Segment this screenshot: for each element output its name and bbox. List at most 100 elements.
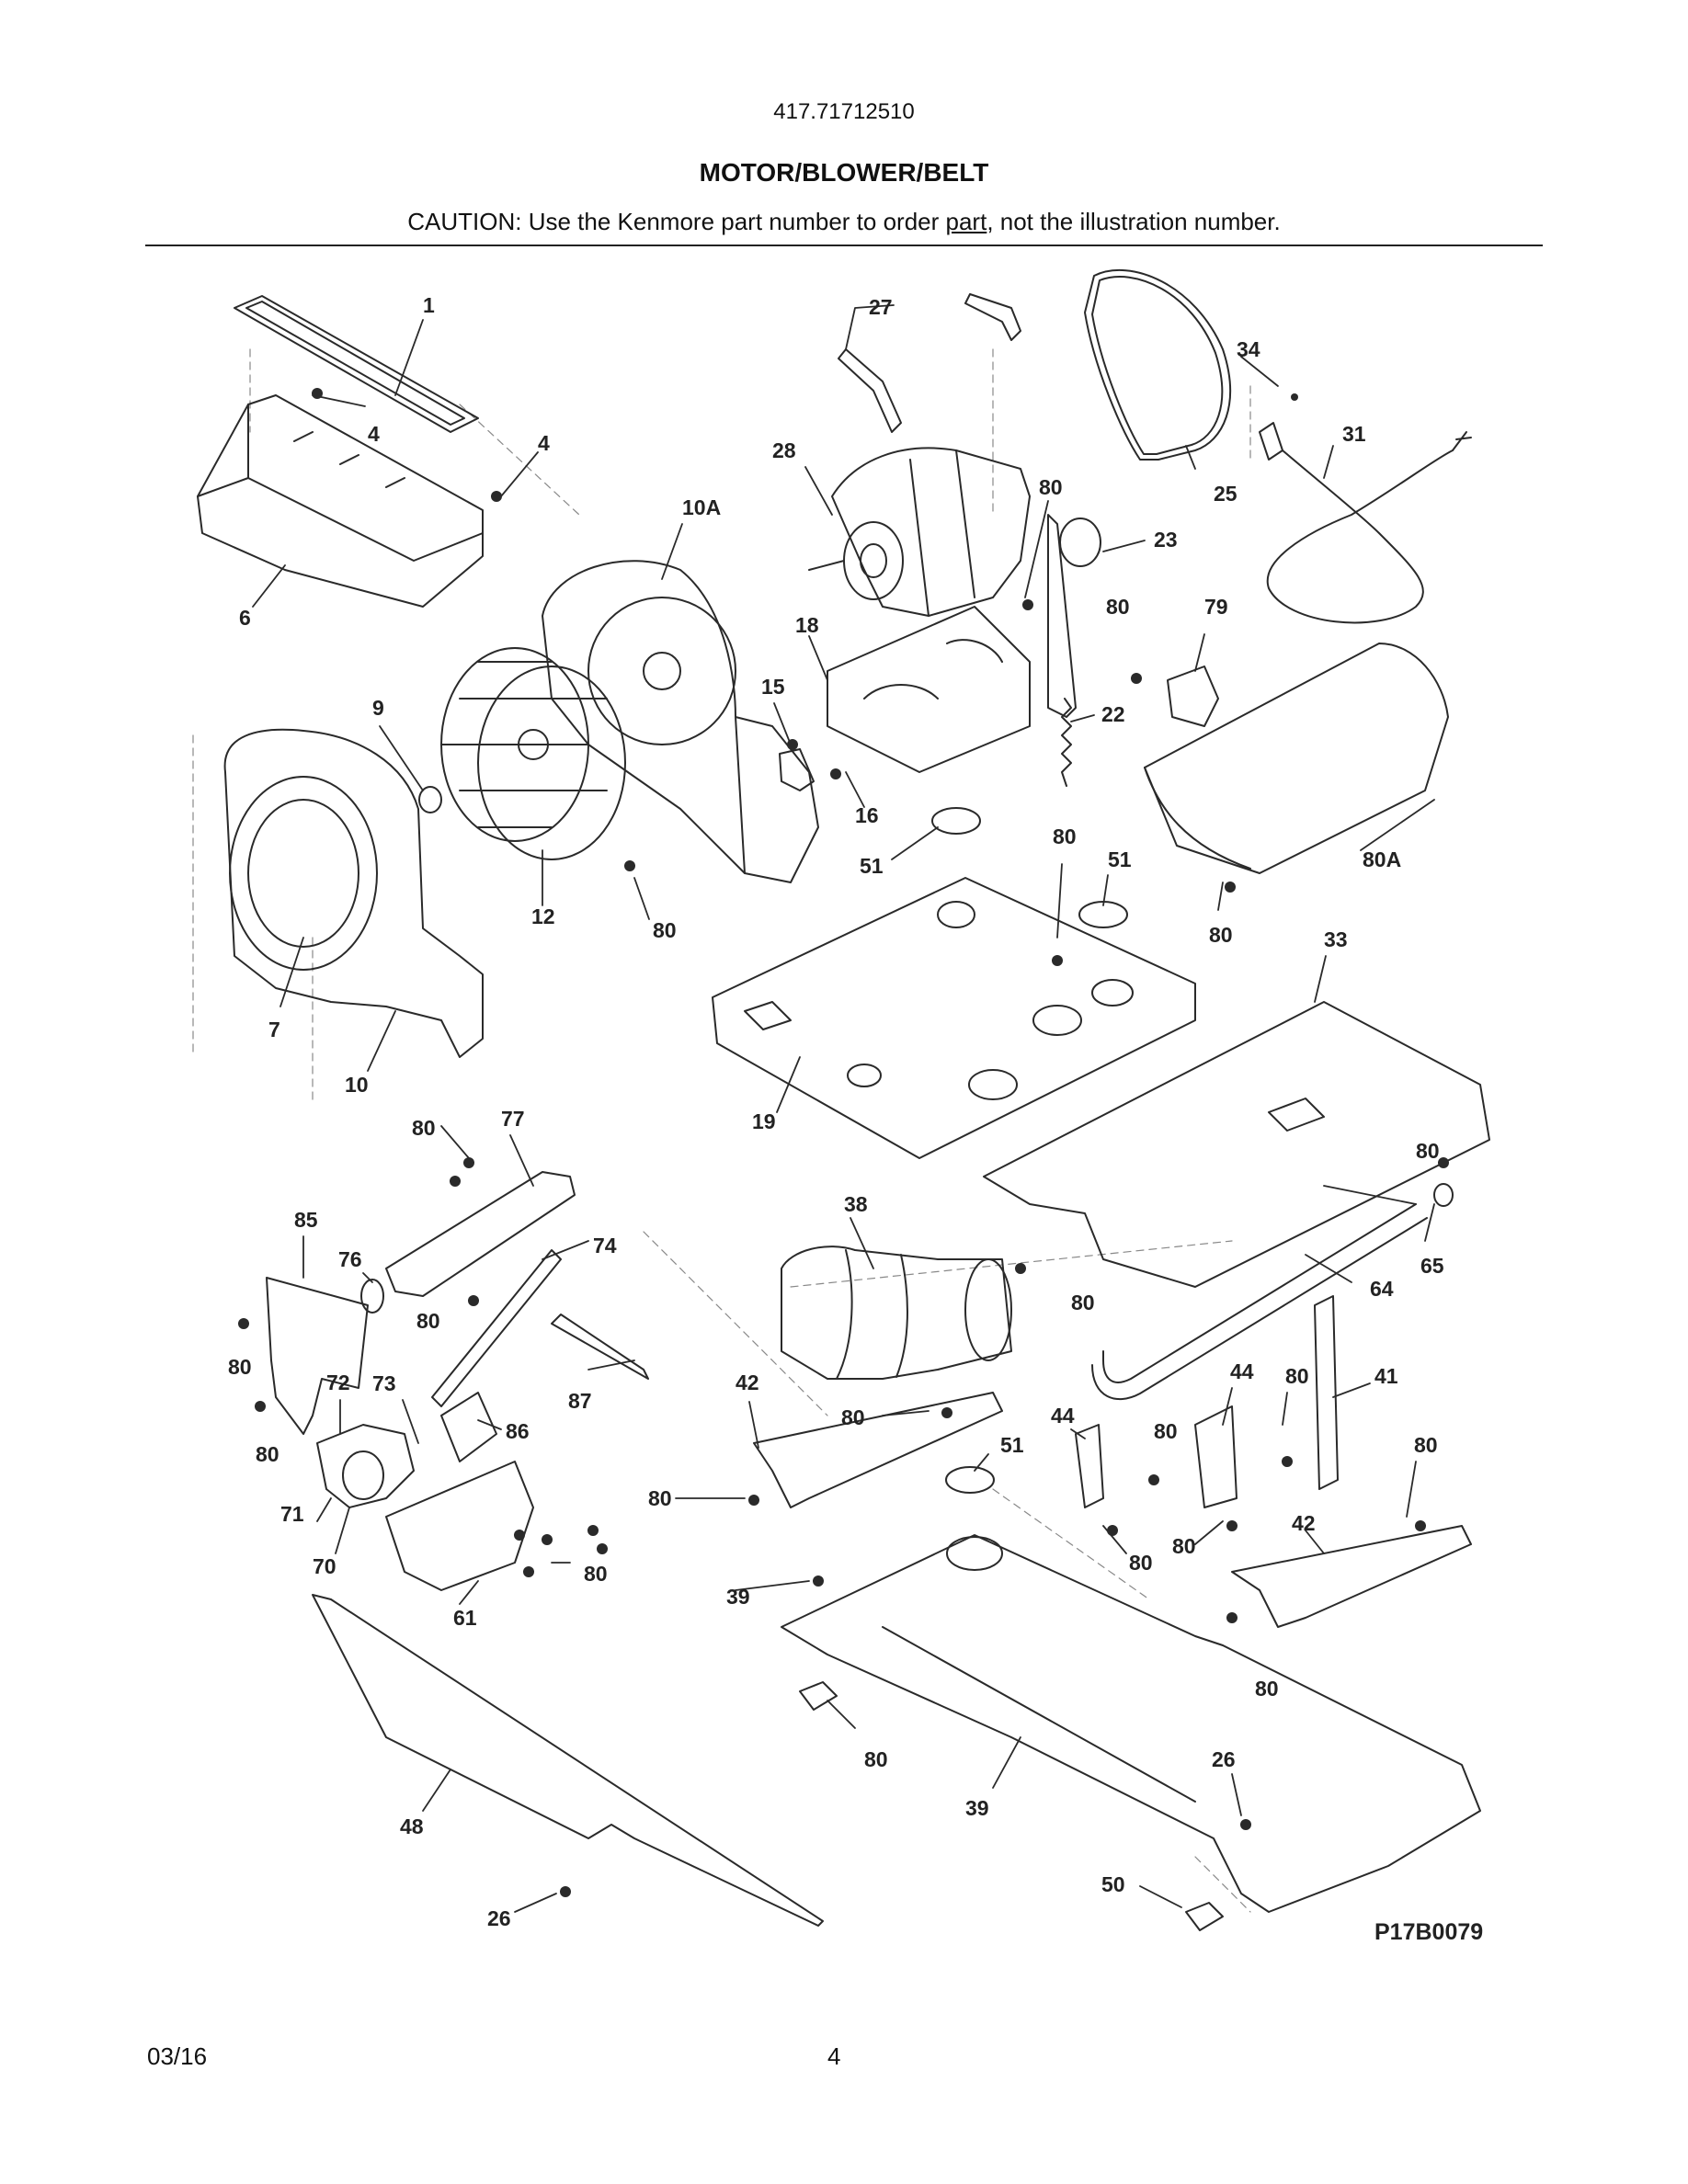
callout-label: 80 <box>1129 1551 1153 1575</box>
callout-label: 42 <box>1292 1511 1316 1535</box>
callout-label: 76 <box>338 1247 362 1271</box>
callout-label: 6 <box>239 606 251 630</box>
callout-label: 15 <box>761 675 785 699</box>
grommet-part <box>945 1466 995 1494</box>
callout-label: 80 <box>1416 1139 1440 1163</box>
callout-label: 80 <box>1053 825 1077 848</box>
base-plate-part <box>712 877 1196 1159</box>
callout-label: 27 <box>869 295 893 319</box>
callout-label: 10 <box>345 1073 369 1097</box>
callout-label: 80 <box>412 1116 436 1140</box>
callout-label: 80 <box>416 1309 440 1333</box>
motor-part <box>808 447 1031 617</box>
callout-label: 87 <box>568 1389 592 1413</box>
callout-label: 12 <box>531 904 555 928</box>
callout-label: 74 <box>593 1234 617 1257</box>
ring-part <box>360 1279 384 1314</box>
motor-bracket-part <box>385 1461 534 1591</box>
power-cord-part <box>1259 422 1472 624</box>
callout-label: 77 <box>501 1107 525 1131</box>
page-number: 4 <box>827 2042 841 2070</box>
rail-part <box>1314 1295 1339 1490</box>
spring-part <box>1061 698 1072 787</box>
callout-label: 44 <box>1230 1359 1254 1383</box>
callout-label: 85 <box>294 1208 318 1232</box>
blower-housing-back-part <box>542 560 819 883</box>
callout-label: 4 <box>538 431 550 455</box>
idler-part <box>1047 514 1101 718</box>
caution-suffix: , not the illustration number. <box>987 208 1281 235</box>
support-bracket-part <box>1231 1525 1472 1628</box>
back-panel-part <box>312 1594 824 1927</box>
callout-label: 44 <box>1051 1404 1075 1428</box>
belt-part <box>1084 268 1231 461</box>
callout-label: 80 <box>256 1442 279 1466</box>
callout-label: 41 <box>1374 1364 1398 1388</box>
gear-motor-part <box>316 1424 415 1508</box>
callout-label: 80 <box>584 1562 608 1586</box>
callout-label: 61 <box>453 1606 477 1630</box>
callout-label: 80 <box>653 918 677 942</box>
callout-label: 48 <box>400 1814 424 1838</box>
foot-part <box>799 1681 838 1711</box>
callout-label: 80 <box>841 1405 865 1429</box>
callout-label: 28 <box>772 438 796 462</box>
callout-label: 65 <box>1420 1254 1444 1278</box>
callout-label: 80 <box>864 1747 888 1771</box>
callout-label: 51 <box>1108 847 1132 871</box>
callout-label: 1 <box>423 293 435 317</box>
callout-label: 26 <box>1212 1747 1236 1771</box>
callout-label: 80 <box>1414 1433 1438 1457</box>
callout-label: 71 <box>280 1502 304 1526</box>
callout-label: 18 <box>795 613 819 637</box>
callout-label: 80 <box>1071 1291 1095 1314</box>
callout-label: 4 <box>368 422 380 446</box>
callout-label: 25 <box>1214 482 1237 506</box>
callout-label: 39 <box>726 1585 750 1609</box>
duct-housing-part <box>197 394 484 608</box>
callout-label: 86 <box>506 1419 530 1443</box>
gasket-part <box>234 295 479 433</box>
callout-label: 33 <box>1324 927 1348 951</box>
floor-panel-part <box>983 1001 1490 1288</box>
blower-housing-front-part <box>223 728 484 1058</box>
exhaust-tube-part <box>1091 1203 1428 1401</box>
callout-label: 80 <box>1255 1677 1279 1701</box>
callout-label: 50 <box>1101 1872 1125 1896</box>
callout-label: 80 <box>1285 1364 1309 1388</box>
callout-label: 26 <box>487 1906 511 1930</box>
callout-label: 64 <box>1370 1277 1394 1301</box>
callout-label: 10A <box>682 495 721 519</box>
callout-label: 7 <box>268 1018 280 1041</box>
callout-label: 80 <box>1172 1534 1196 1558</box>
angle-bracket-part <box>1194 1405 1237 1508</box>
motor-mount-part <box>827 606 1031 773</box>
foot-part <box>1185 1902 1224 1931</box>
cover-plate-part <box>266 1277 369 1435</box>
callout-label: 31 <box>1342 422 1366 446</box>
bracket-part <box>779 748 815 791</box>
callout-label: 80A <box>1363 847 1401 871</box>
heater-bracket-part <box>385 1171 576 1297</box>
header-divider <box>145 245 1543 246</box>
callout-label: 70 <box>313 1554 336 1578</box>
support-bracket-part <box>753 1392 1003 1508</box>
exhaust-elbow-part <box>781 1246 1012 1380</box>
callout-label: 19 <box>752 1109 776 1133</box>
callout-label: 42 <box>736 1371 759 1394</box>
blower-wheel-part <box>440 647 626 860</box>
page-title: MOTOR/BLOWER/BELT <box>699 158 989 187</box>
footer-date: 03/16 <box>147 2042 208 2070</box>
wire-harness-part <box>551 1314 649 1380</box>
heat-shield-part <box>1144 643 1449 874</box>
angle-bracket-part <box>1075 1424 1104 1508</box>
callout-label: 80 <box>1154 1419 1178 1443</box>
callout-label: 23 <box>1154 528 1178 552</box>
caution-notice: CAUTION: Use the Kenmore part number to … <box>0 208 1688 236</box>
callout-label: 38 <box>844 1192 868 1216</box>
callout-label: 80 <box>1106 595 1130 619</box>
callout-label: 80 <box>1039 475 1063 499</box>
callout-label: 80 <box>648 1486 672 1510</box>
base-frame-part <box>781 1534 1481 1913</box>
